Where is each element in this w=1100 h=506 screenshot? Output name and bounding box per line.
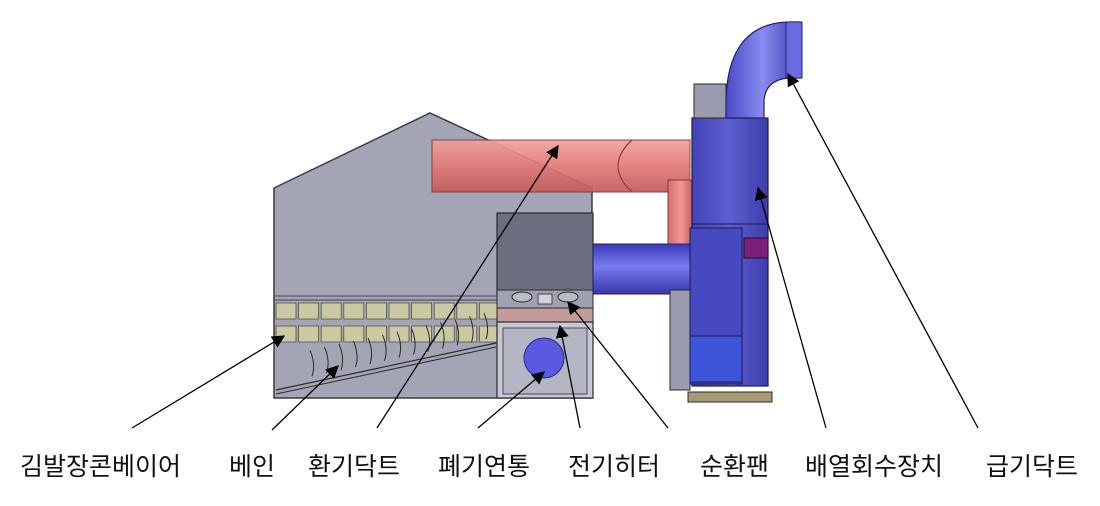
supply-duct-elbow <box>725 21 803 119</box>
conveyor-vane <box>454 319 460 346</box>
heat-recovery-unit <box>669 83 773 403</box>
laver-tray <box>388 325 410 343</box>
laver-tray <box>478 325 500 343</box>
laver-tray <box>478 302 500 320</box>
label-heat-recovery-unit: 배열회수장치 <box>805 452 944 481</box>
laver-tray <box>343 302 365 320</box>
label-vent-duct: 환기닥트 <box>308 452 401 481</box>
label-leader-lines <box>131 72 979 431</box>
conveyor-vane <box>440 322 445 349</box>
laver-tray <box>456 325 478 343</box>
label-vane: 베인 <box>229 452 276 481</box>
laver-tray <box>275 302 297 320</box>
conveyor-vane <box>353 340 358 368</box>
laver-tray <box>320 302 342 320</box>
conveyor-vane <box>382 334 387 361</box>
conveyor-vane <box>483 312 489 340</box>
laver-tray <box>411 325 433 343</box>
label-exhaust-stack: 폐기연통 <box>438 452 531 481</box>
laver-tray <box>298 302 320 320</box>
label-supply-duct: 급기닥트 <box>986 452 1079 481</box>
laver-tray <box>320 325 342 343</box>
conveyor-vanes <box>275 312 497 395</box>
laver-tray <box>411 302 433 320</box>
laver-tray <box>298 325 320 343</box>
conveyor-vane <box>411 328 416 355</box>
label-circulation-fan: 순환팬 <box>700 452 770 481</box>
conveyor-vane <box>309 350 315 377</box>
laver-tray-rows <box>275 302 500 343</box>
label-electric-heater: 전기히터 <box>568 452 661 481</box>
laver-tray <box>433 302 455 320</box>
conveyor-vane <box>425 325 431 352</box>
conveyor-vane <box>338 343 344 371</box>
laver-tray <box>365 302 387 320</box>
laver-tray <box>365 325 387 343</box>
conveyor-vane <box>396 331 402 358</box>
conveyor-vane <box>367 337 373 365</box>
laver-tray <box>388 302 410 320</box>
conveyor-vane <box>469 316 474 343</box>
return-duct-cold <box>592 243 700 295</box>
label-laver-conveyor: 김발장콘베이어 <box>20 452 182 481</box>
laver-tray <box>343 325 365 343</box>
laver-tray <box>456 302 478 320</box>
